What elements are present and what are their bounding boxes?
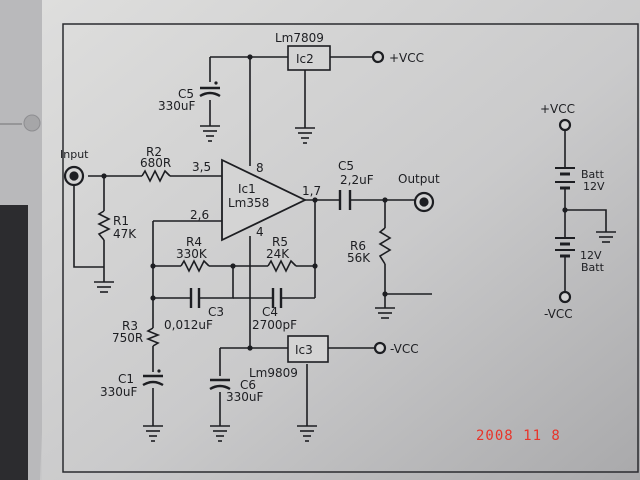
r2-ref: R2 bbox=[146, 145, 162, 159]
battery-top bbox=[555, 167, 575, 196]
c6-ref: C6 bbox=[240, 378, 256, 392]
output-jack-inner bbox=[419, 197, 429, 207]
pin-in-plus-label: 3,5 bbox=[192, 160, 211, 174]
ic1-part-label: Lm358 bbox=[228, 196, 269, 210]
vcc-plus-terminal bbox=[371, 50, 385, 64]
c5-top-ref: C5 bbox=[178, 87, 194, 101]
c5-out-value: 2,2uF bbox=[340, 173, 374, 187]
vcc-plus-label: +VCC bbox=[389, 51, 424, 65]
r2-resistor bbox=[141, 169, 171, 183]
ground-ic3 bbox=[297, 425, 317, 442]
ground-ic2 bbox=[295, 127, 315, 144]
input-label: Input bbox=[60, 148, 89, 161]
ic1-opamp-triangle bbox=[221, 158, 308, 242]
c1-ref: C1 bbox=[118, 372, 134, 386]
r5-resistor bbox=[267, 259, 297, 273]
output-label: Output bbox=[398, 172, 440, 186]
r1-ref: R1 bbox=[113, 214, 129, 228]
battery-top-value: 12V bbox=[583, 180, 605, 193]
c3-value: 0,012uF bbox=[164, 318, 213, 332]
junction-dots bbox=[101, 54, 568, 351]
wires bbox=[73, 56, 607, 426]
r4-ref: R4 bbox=[186, 235, 202, 249]
ground-c1 bbox=[143, 425, 163, 442]
c5-out-ref: C5 bbox=[338, 159, 354, 173]
battery-vcc-plus-terminal bbox=[558, 118, 572, 132]
ground-c6 bbox=[210, 425, 230, 442]
capacitors bbox=[142, 86, 352, 391]
ic2-regulator bbox=[287, 45, 331, 71]
r2-value: 680R bbox=[140, 156, 171, 170]
ic1-ref-label: Ic1 bbox=[238, 182, 256, 196]
pin-out-label: 1,7 bbox=[302, 184, 321, 198]
ground-battery bbox=[596, 231, 616, 243]
resistors bbox=[97, 169, 392, 347]
r1-resistor bbox=[97, 210, 111, 241]
r5-ref: R5 bbox=[272, 235, 288, 249]
c6-value: 330uF bbox=[226, 390, 264, 404]
pin-in-minus-label: 2,6 bbox=[190, 208, 209, 222]
input-jack-inner bbox=[69, 171, 79, 181]
polarity-marks bbox=[157, 81, 218, 373]
r3-ref: R3 bbox=[122, 319, 138, 333]
vcc-minus-terminal bbox=[373, 341, 387, 355]
c4-value: 2700pF bbox=[252, 318, 297, 332]
r5-value: 24K bbox=[266, 247, 290, 261]
ic3-part-label: Lm9809 bbox=[249, 366, 298, 380]
ground-output bbox=[375, 307, 395, 319]
ground-symbols bbox=[94, 125, 616, 442]
ground-input bbox=[94, 281, 114, 293]
battery-vcc-plus-label: +VCC bbox=[540, 102, 575, 116]
battery-bottom-value: 12V bbox=[580, 249, 602, 262]
date-stamp: 2008 11 8 bbox=[476, 428, 561, 444]
pin-gnd-label: 4 bbox=[256, 225, 264, 239]
ground-c5 bbox=[200, 125, 220, 142]
r3-resistor bbox=[145, 327, 161, 347]
battery-top-label: Batt bbox=[581, 168, 605, 181]
r4-resistor bbox=[180, 259, 210, 273]
batteries bbox=[555, 167, 575, 258]
ic2-ref-label: Ic2 bbox=[296, 52, 314, 66]
battery-vcc-minus-terminal bbox=[558, 290, 572, 304]
c1-value: 330uF bbox=[100, 385, 138, 399]
r6-value: 56K bbox=[347, 251, 371, 265]
battery-vcc-minus-label: -VCC bbox=[544, 307, 573, 321]
ic2-part-label: Lm7809 bbox=[275, 31, 324, 45]
battery-bottom-label: Batt bbox=[581, 261, 605, 274]
c4-ref: C4 bbox=[262, 305, 278, 319]
terminals bbox=[63, 50, 572, 355]
r6-ref: R6 bbox=[350, 239, 366, 253]
r6-resistor bbox=[378, 227, 392, 265]
schematic-frame bbox=[62, 23, 639, 473]
ic3-regulator bbox=[287, 335, 329, 363]
pin-vplus-label: 8 bbox=[256, 161, 264, 175]
battery-bottom bbox=[555, 237, 575, 258]
r4-value: 330K bbox=[176, 247, 208, 261]
ic3-ref-label: Ic3 bbox=[295, 343, 313, 357]
r1-value: 47K bbox=[113, 227, 137, 241]
r3-value: 750R bbox=[112, 331, 143, 345]
c5-top-value: 330uF bbox=[158, 99, 196, 113]
vcc-minus-label: -VCC bbox=[390, 342, 419, 356]
c3-ref: C3 bbox=[208, 305, 224, 319]
